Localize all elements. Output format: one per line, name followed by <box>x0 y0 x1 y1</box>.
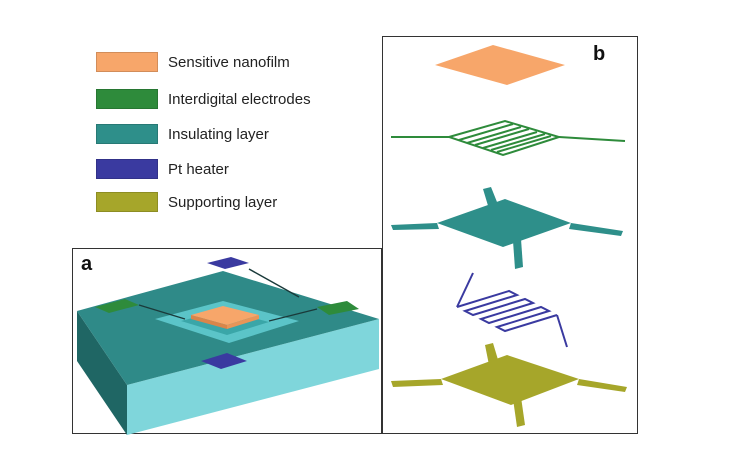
exploded-layers <box>391 45 627 427</box>
exploded-insulating-layer <box>391 187 623 269</box>
legend-swatch <box>96 159 158 179</box>
panel-b: b <box>382 36 638 434</box>
electrode-pad-left <box>95 299 139 313</box>
block-front-side <box>127 319 379 435</box>
lead-line <box>268 308 318 322</box>
lead-line <box>138 304 186 320</box>
panel-a: a <box>72 248 382 435</box>
legend-item-sensitive-nanofilm: Sensitive nanofilm <box>96 52 376 74</box>
legend-swatch <box>96 89 158 109</box>
legend-swatch <box>96 124 158 144</box>
legend-label: Supporting layer <box>168 194 278 211</box>
lead-line <box>248 268 300 298</box>
exploded-nanofilm <box>435 45 565 85</box>
legend-label: Interdigital electrodes <box>168 91 311 108</box>
legend-item-pt-heater: Pt heater <box>96 159 376 181</box>
nanofilm-side <box>191 315 227 329</box>
legend-item-interdigital-electrodes: Interdigital electrodes <box>96 89 376 111</box>
sensor-block-3d <box>77 257 379 435</box>
legend-label: Pt heater <box>168 161 229 178</box>
panel-a-label: a <box>81 253 93 275</box>
electrode-pad-right <box>317 301 359 315</box>
block-left-side <box>77 311 127 435</box>
nanofilm <box>191 306 259 325</box>
legend-item-supporting-layer: Supporting layer <box>96 192 376 214</box>
panel-b-label: b <box>593 43 606 65</box>
legend-swatch <box>96 192 158 212</box>
heater-pad-bottom <box>201 353 247 369</box>
legend-label: Insulating layer <box>168 126 269 143</box>
legend-label: Sensitive nanofilm <box>168 54 290 71</box>
legend-swatch <box>96 52 158 72</box>
nanofilm-side <box>227 315 259 329</box>
exploded-supporting-layer <box>391 343 627 427</box>
exploded-pt-heater <box>456 272 568 348</box>
exploded-electrodes <box>391 119 626 157</box>
heater-pad-top <box>207 257 249 269</box>
legend-item-insulating-layer: Insulating layer <box>96 124 376 146</box>
